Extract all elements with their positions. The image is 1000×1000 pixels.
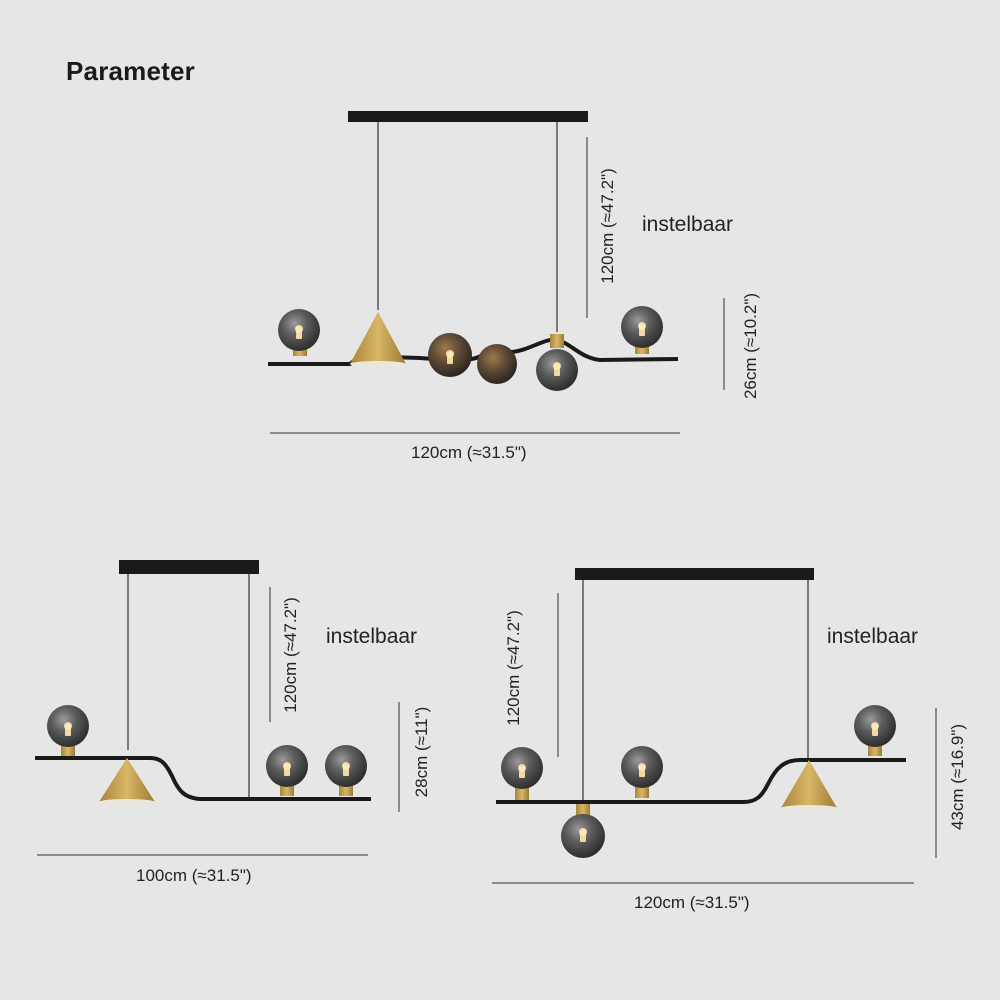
width-label: 120cm (≈31.5")	[634, 893, 750, 912]
cable-length-label: 120cm (≈47.2")	[504, 610, 523, 726]
height-label: 28cm (≈11")	[412, 706, 431, 798]
lamp-top-diagram	[268, 111, 725, 434]
ceiling-canopy	[119, 560, 259, 574]
lamp-frame	[496, 758, 906, 804]
glass-globe	[278, 309, 320, 356]
cone-shade	[781, 760, 837, 811]
ceiling-canopy	[575, 568, 814, 580]
lamp-right-diagram	[492, 568, 937, 884]
width-label: 120cm (≈31.5")	[411, 443, 527, 462]
glass-globe	[501, 747, 543, 800]
glass-globe	[428, 333, 472, 377]
adjustable-label: instelbaar	[827, 625, 919, 648]
ceiling-canopy	[348, 111, 588, 122]
adjustable-label: instelbaar	[642, 213, 734, 236]
lamp-frame	[268, 337, 679, 366]
adjustable-label: instelbaar	[326, 625, 418, 648]
glass-globe	[536, 334, 578, 391]
lamp-frame	[35, 756, 371, 801]
glass-globe	[477, 344, 517, 384]
cable-length-label: 120cm (≈47.2")	[598, 168, 617, 284]
cone-shade	[99, 758, 155, 805]
height-label: 43cm (≈16.9")	[948, 723, 967, 831]
lamp-left-diagram	[35, 560, 400, 856]
glass-globe	[621, 746, 663, 798]
glass-globe	[47, 705, 89, 756]
cable-length-label: 120cm (≈47.2")	[281, 597, 300, 713]
page-title: Parameter	[66, 56, 195, 86]
width-label: 100cm (≈31.5")	[136, 866, 252, 885]
glass-globe	[266, 745, 308, 796]
cone-shade	[350, 312, 406, 367]
glass-globe	[854, 705, 896, 756]
height-label: 26cm (≈10.2")	[741, 292, 760, 400]
glass-globe	[621, 306, 663, 354]
glass-globe	[561, 804, 605, 858]
glass-globe	[325, 745, 367, 796]
